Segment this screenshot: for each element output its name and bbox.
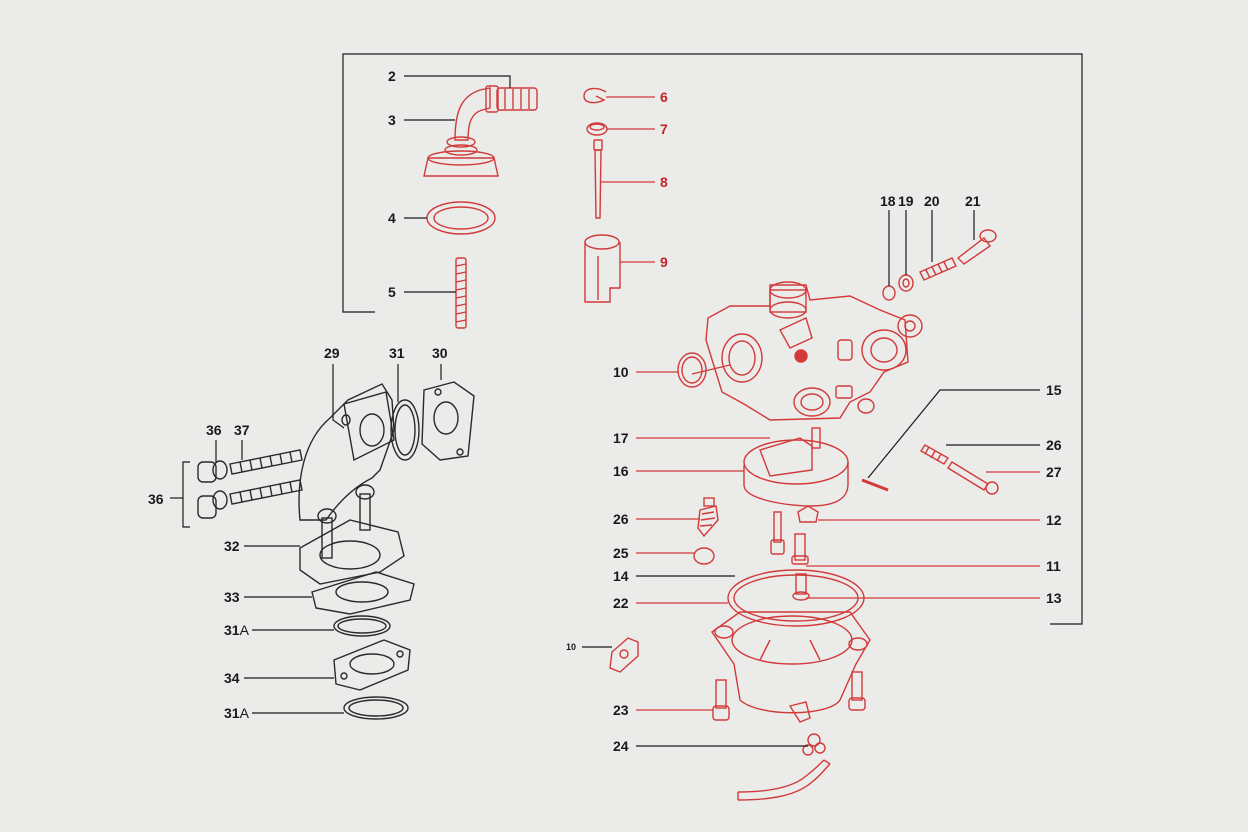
float-assembly [743, 427, 849, 507]
label-33: 33 [224, 589, 240, 605]
label-26-left: 26 [613, 511, 629, 527]
bowl-screw-23-left [712, 679, 730, 721]
label-21: 21 [965, 193, 981, 209]
label-37: 37 [234, 422, 250, 438]
retaining-clip [583, 87, 607, 104]
spacer-washer-18 [882, 285, 896, 301]
drain-hose [737, 759, 831, 801]
label-27: 27 [1046, 464, 1062, 480]
stud-bolt-upper [212, 449, 303, 480]
spacer-washer-19 [898, 274, 914, 292]
carburetor-body [705, 281, 923, 421]
label-6: 6 [660, 89, 668, 105]
label-25: 25 [613, 545, 629, 561]
mixture-screw-spring-26 [919, 444, 950, 465]
mixture-screw-27 [947, 461, 999, 495]
label-16: 16 [613, 463, 629, 479]
label-10: 10 [613, 364, 629, 380]
label-31a-lower: 31A [224, 705, 250, 721]
starter-plunger-26 [697, 497, 719, 538]
label-11: 11 [1046, 558, 1061, 574]
label-24: 24 [613, 738, 629, 754]
upper-group-bracket [342, 53, 1083, 625]
label-18: 18 [880, 193, 896, 209]
label-29: 29 [324, 345, 340, 361]
body-gasket-ring [677, 352, 707, 388]
nut-36-upper [197, 461, 217, 483]
float-pin [861, 478, 889, 492]
bolt-group-bracket [182, 461, 190, 528]
manifold-gasket-31 [390, 399, 420, 461]
label-13: 13 [1046, 590, 1062, 606]
small-washer [586, 122, 608, 136]
main-jet-12 [797, 505, 819, 523]
label-7: 7 [660, 121, 668, 137]
bowl-screw-23-right [848, 671, 866, 711]
fuel-inlet-elbow [423, 85, 538, 177]
threaded-stud [455, 257, 467, 329]
label-31a-upper: 31A [224, 622, 250, 638]
needle-jet [593, 139, 603, 219]
stud-bolt-lower [197, 479, 303, 519]
label-8: 8 [660, 174, 668, 190]
label-10-small: 10 [566, 642, 576, 652]
label-4: 4 [388, 210, 396, 226]
label-22: 22 [613, 595, 629, 611]
main-jet-holder [770, 511, 809, 565]
label-14: 14 [613, 568, 629, 584]
label-12: 12 [1046, 512, 1062, 528]
small-gasket-10 [609, 637, 639, 673]
label-5: 5 [388, 284, 396, 300]
flange-gasket-33 [311, 571, 415, 615]
label-36-top: 36 [206, 422, 222, 438]
label-3: 3 [388, 112, 396, 128]
label-15: 15 [1046, 382, 1062, 398]
o-ring-31a-upper [333, 615, 391, 637]
label-31: 31 [389, 345, 405, 361]
label-32: 32 [224, 538, 240, 554]
idle-spring-20 [919, 257, 957, 281]
label-20: 20 [924, 193, 940, 209]
label-36-side: 36 [148, 491, 164, 507]
insulator-spacer-34 [333, 639, 411, 691]
label-19: 19 [898, 193, 914, 209]
throttle-valve [584, 234, 621, 303]
label-2: 2 [388, 68, 396, 84]
label-17: 17 [613, 430, 629, 446]
label-23: 23 [613, 702, 629, 718]
leader-lines [170, 75, 1040, 747]
manifold-spacer-30 [421, 381, 475, 461]
label-34: 34 [224, 670, 240, 686]
intake-manifold [298, 383, 395, 521]
o-ring-gasket [426, 201, 496, 235]
drain-fitting-24 [802, 733, 826, 756]
o-ring-31a-lower [343, 696, 409, 720]
small-disc-25 [693, 547, 715, 565]
emulsion-tube-13 [792, 573, 810, 601]
idle-screw-21 [956, 229, 997, 265]
label-30: 30 [432, 345, 448, 361]
float-bowl [711, 611, 871, 723]
manifold-flange-32 [299, 484, 405, 585]
label-26-right: 26 [1046, 437, 1062, 453]
label-9: 9 [660, 254, 668, 270]
